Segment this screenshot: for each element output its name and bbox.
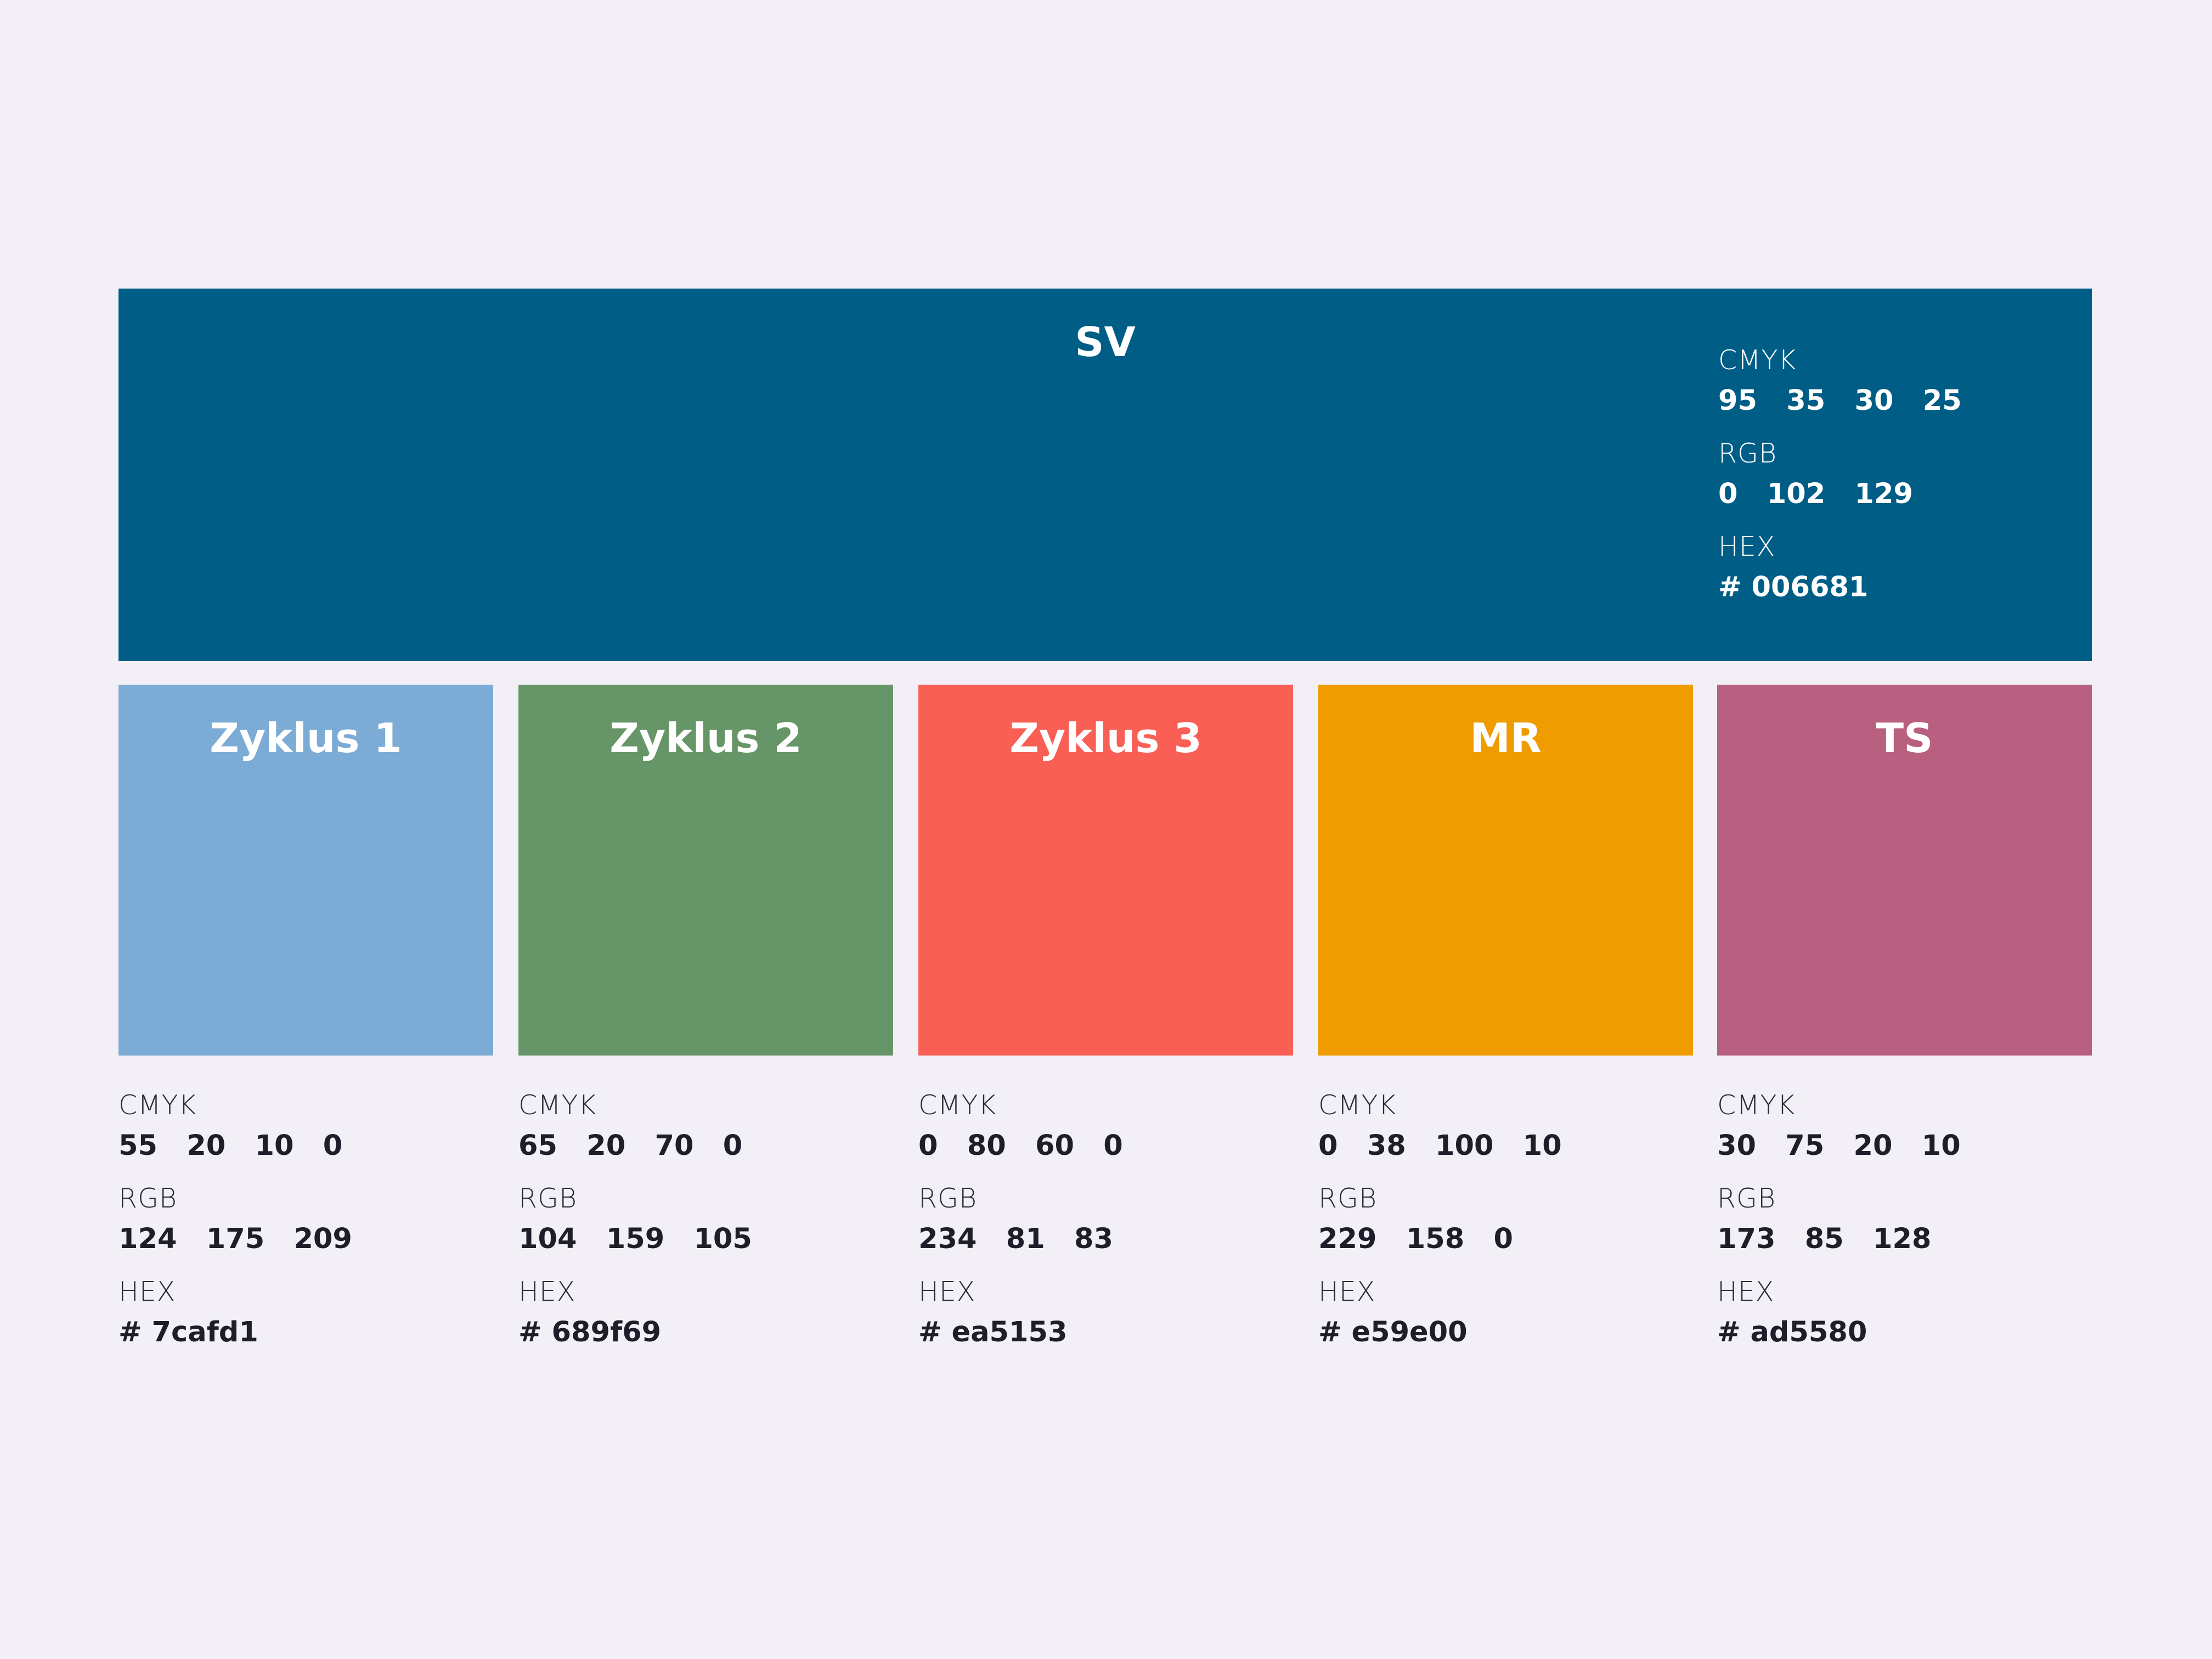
- cmyk-label: CMYK: [1718, 345, 1797, 376]
- hex-value: # ea5153: [918, 1316, 1068, 1348]
- hex-label: HEX: [1718, 531, 1776, 562]
- swatch-title: MR: [1470, 715, 1542, 762]
- rgb-value: 173 85 128: [1717, 1223, 1932, 1255]
- zyklus-1-specs: CMYK 55 20 10 0 RGB 124 175 209 HEX # 7c…: [119, 1085, 493, 1365]
- swatch-title: TS: [1876, 715, 1933, 762]
- rgb-value: 234 81 83: [918, 1223, 1113, 1255]
- rgb-label: RGB: [1318, 1183, 1378, 1214]
- rgb-value: 229 158 0: [1318, 1223, 1513, 1255]
- swatch-title: Zyklus 2: [610, 715, 802, 762]
- hex-label: HEX: [119, 1276, 176, 1307]
- rgb-value: 104 159 105: [518, 1223, 752, 1255]
- cmyk-value: 65 20 70 0: [518, 1130, 743, 1162]
- cmyk-value: 0 80 60 0: [918, 1130, 1123, 1162]
- cmyk-value: 30 75 20 10: [1717, 1130, 1961, 1162]
- cmyk-value: 55 20 10 0: [119, 1130, 343, 1162]
- rgb-label: RGB: [518, 1183, 578, 1214]
- hex-label: HEX: [1318, 1276, 1376, 1307]
- zyklus-2-specs: CMYK 65 20 70 0 RGB 104 159 105 HEX # 68…: [518, 1085, 893, 1365]
- cmyk-label: CMYK: [518, 1090, 597, 1121]
- cmyk-value: 95 35 30 25: [1718, 385, 1962, 417]
- cmyk-label: CMYK: [1318, 1090, 1397, 1121]
- sv-title: SV: [1075, 319, 1136, 366]
- ts-swatch: TS: [1717, 685, 2092, 1056]
- sv-color-specs: CMYK 95 35 30 25 RGB 0 102 129 HEX # 006…: [1718, 340, 2047, 620]
- cmyk-label: CMYK: [1717, 1090, 1796, 1121]
- cmyk-value: 0 38 100 10: [1318, 1130, 1562, 1162]
- zyklus-2-swatch: Zyklus 2: [518, 685, 893, 1056]
- hex-value: # ad5580: [1717, 1316, 1867, 1348]
- mr-specs: CMYK 0 38 100 10 RGB 229 158 0 HEX # e59…: [1318, 1085, 1693, 1365]
- hex-value: # 689f69: [518, 1316, 662, 1348]
- rgb-label: RGB: [119, 1183, 178, 1214]
- mr-swatch: MR: [1318, 685, 1693, 1056]
- hex-label: HEX: [518, 1276, 576, 1307]
- hex-value: # e59e00: [1318, 1316, 1468, 1348]
- hex-value: # 7cafd1: [119, 1316, 258, 1348]
- swatch-title: Zyklus 1: [210, 715, 402, 762]
- zyklus-3-specs: CMYK 0 80 60 0 RGB 234 81 83 HEX # ea515…: [918, 1085, 1293, 1365]
- rgb-label: RGB: [918, 1183, 978, 1214]
- rgb-label: RGB: [1717, 1183, 1776, 1214]
- ts-specs: CMYK 30 75 20 10 RGB 173 85 128 HEX # ad…: [1717, 1085, 2092, 1365]
- hex-label: HEX: [1717, 1276, 1775, 1307]
- rgb-label: RGB: [1718, 438, 1778, 469]
- hex-label: HEX: [918, 1276, 976, 1307]
- rgb-value: 124 175 209: [119, 1223, 352, 1255]
- sv-color-banner: SV CMYK 95 35 30 25 RGB 0 102 129 HEX # …: [119, 289, 2092, 661]
- cmyk-label: CMYK: [119, 1090, 197, 1121]
- swatch-title: Zyklus 3: [1009, 715, 1202, 762]
- zyklus-3-swatch: Zyklus 3: [918, 685, 1293, 1056]
- hex-value: # 006681: [1718, 571, 1869, 603]
- zyklus-1-swatch: Zyklus 1: [119, 685, 493, 1056]
- cmyk-label: CMYK: [918, 1090, 997, 1121]
- rgb-value: 0 102 129: [1718, 478, 1913, 510]
